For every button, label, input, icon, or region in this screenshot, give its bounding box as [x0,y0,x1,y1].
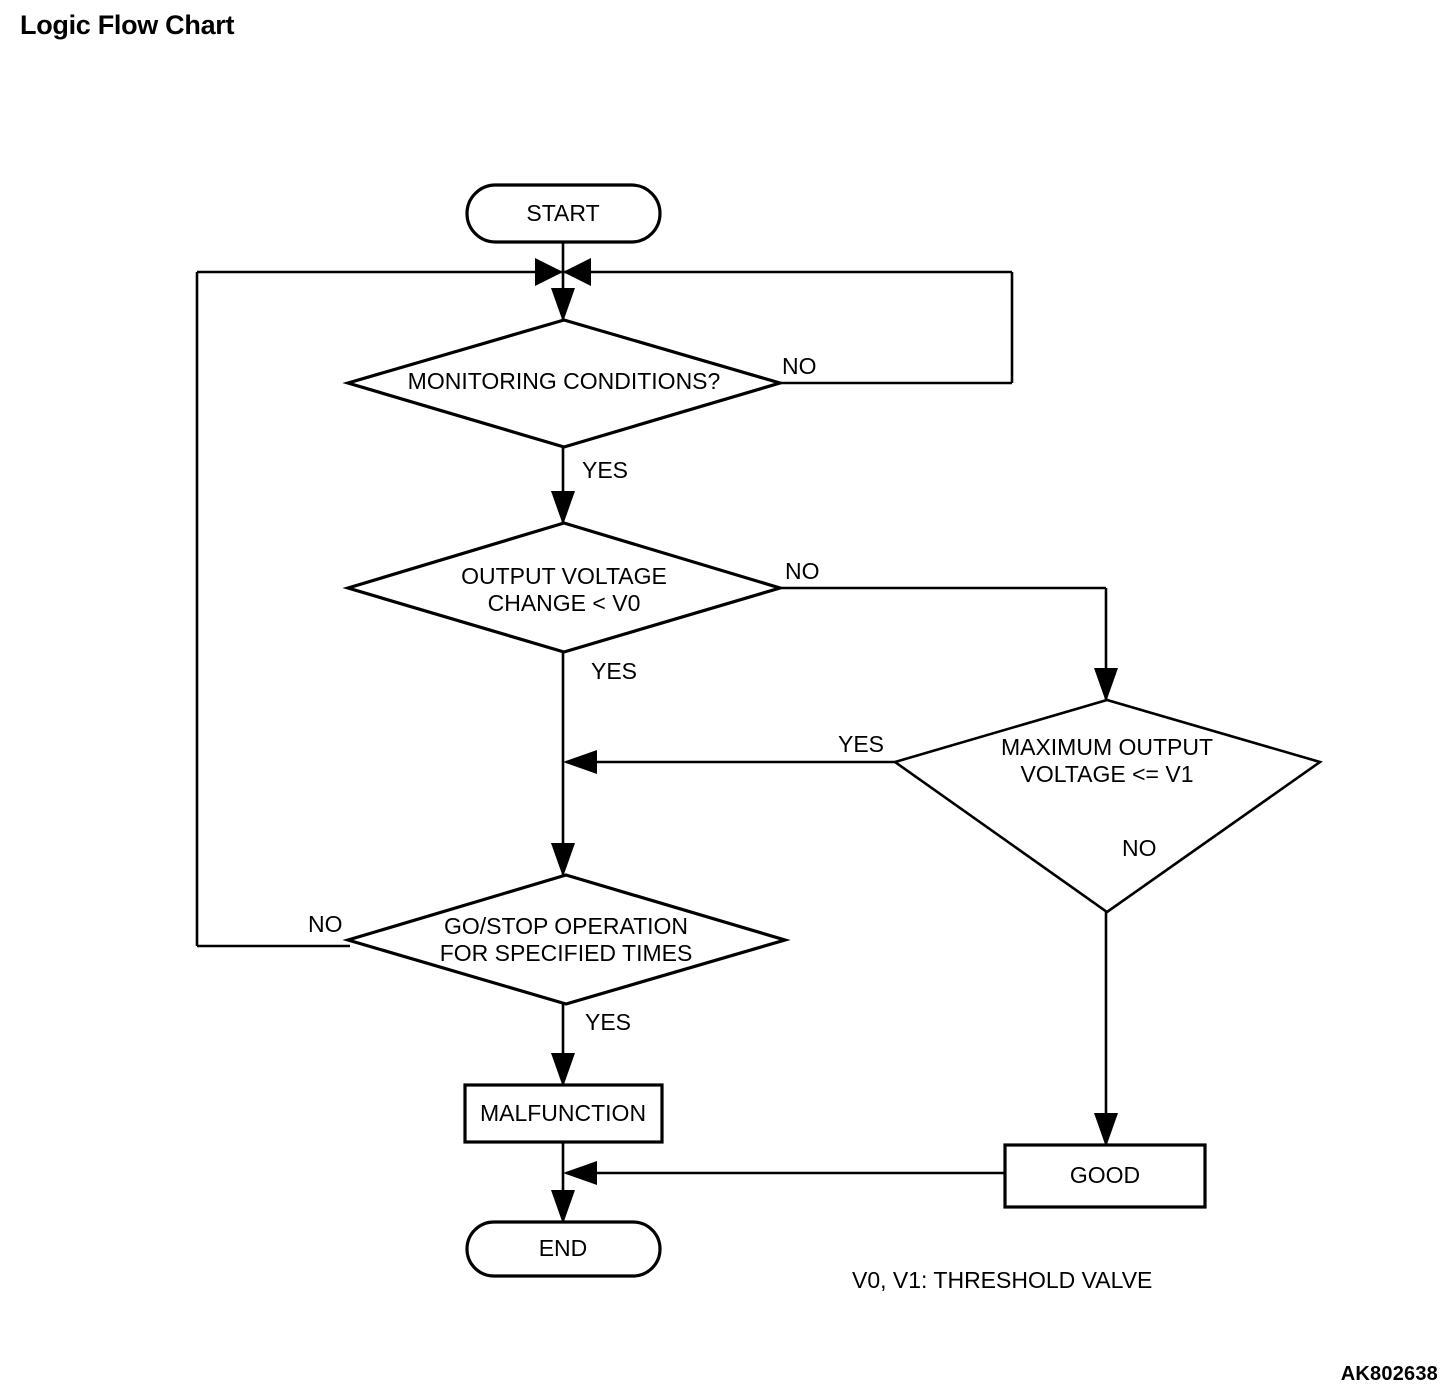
node-malfunction-label: MALFUNCTION [480,1100,646,1126]
arrowhead-good-to-end [563,1161,597,1185]
node-end-label: END [539,1235,588,1261]
node-maximum-output-voltage[interactable] [892,698,1323,914]
arrowhead-into-end [551,1190,575,1224]
node-malfunction[interactable] [463,1083,664,1144]
page-title: Logic Flow Chart [20,10,235,40]
node-gostop-operation-label-line1: GO/STOP OPERATION [444,913,688,939]
node-output-voltage-change-label-line1: OUTPUT VOLTAGE [461,563,667,589]
reference-code: AK802638 [1340,1363,1438,1385]
node-monitoring-conditions[interactable] [342,318,786,449]
edge-label-outvolt-no: NO [785,558,820,584]
node-output-voltage-change[interactable] [342,521,786,654]
arrowhead-into-outvolt [551,491,575,525]
edge-label-maxvolt-no: NO [1122,835,1157,861]
node-start[interactable] [465,183,662,244]
edge-label-outvolt-yes: YES [591,658,637,684]
edge-label-gostop-no: NO [308,911,343,937]
edge-label-gostop-yes: YES [585,1009,631,1035]
edge-label-maxvolt-yes: YES [838,731,884,757]
legend-threshold-valve: V0, V1: THRESHOLD VALVE [852,1267,1152,1293]
node-good-label: GOOD [1070,1162,1140,1188]
node-monitoring-conditions-label: MONITORING CONDITIONS? [408,368,721,394]
node-maximum-output-voltage-label-line2: VOLTAGE <= V1 [1020,761,1193,787]
node-gostop-operation-label-line2: FOR SPECIFIED TIMES [440,940,693,966]
arrowhead-into-good [1094,1113,1118,1147]
arrowhead-into-malfunction [551,1053,575,1087]
edge-label-monitoring-no: NO [782,353,817,379]
node-good[interactable] [1003,1143,1207,1209]
node-start-label: START [526,200,599,226]
arrowhead-junction-left [535,258,563,286]
arrowhead-into-gostop [551,843,575,877]
node-gostop-operation[interactable] [342,873,791,1006]
arrowhead-junction-right [563,258,591,286]
arrowhead-maxvolt-yes [563,750,597,774]
arrowhead-into-maxvolt [1094,668,1118,702]
node-maximum-output-voltage-label-line1: MAXIMUM OUTPUT [1001,734,1213,760]
node-output-voltage-change-label-line2: CHANGE < V0 [488,590,641,616]
edge-label-monitoring-yes: YES [582,457,628,483]
arrowhead-into-monitoring [551,288,575,322]
node-end[interactable] [465,1220,662,1278]
